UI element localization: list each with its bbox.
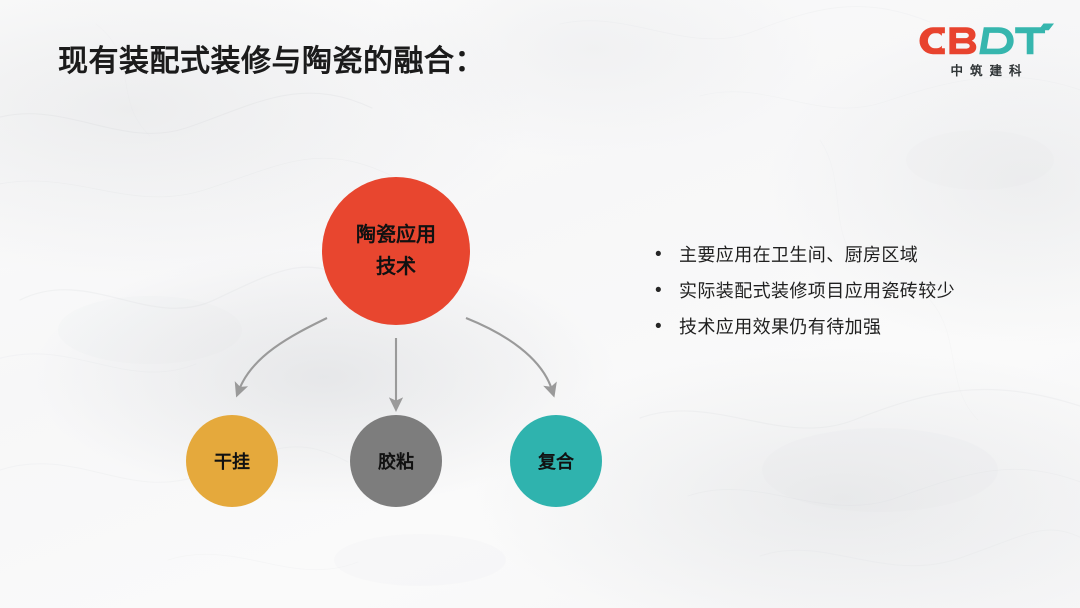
bullet-marker-icon: • (655, 244, 662, 265)
node-ceramic-application-technology[interactable]: 陶瓷应用 技术 (322, 177, 470, 325)
brand-logo-subtitle: 中筑建科 (950, 64, 1029, 78)
node-dry-hang[interactable]: 干挂 (186, 415, 278, 507)
cbdt-wordmark-icon (919, 23, 1055, 55)
list-item: • 技术应用效果仍有待加强 (655, 314, 1055, 350)
bullet-marker-icon: • (655, 280, 662, 301)
node-composite[interactable]: 复合 (510, 415, 602, 507)
node-adhesive[interactable]: 胶粘 (350, 415, 442, 507)
bullet-list: • 主要应用在卫生间、厨房区域 • 实际装配式装修项目应用瓷砖较少 • 技术应用… (655, 242, 1055, 350)
list-item: • 实际装配式装修项目应用瓷砖较少 (655, 278, 1055, 314)
node-composite-label: 复合 (538, 452, 574, 472)
brand-logo: 中筑建科 (910, 22, 1062, 79)
list-item: • 主要应用在卫生间、厨房区域 (655, 242, 1055, 278)
node-main-label-line-1: 陶瓷应用 (356, 223, 436, 246)
bullet-item-text: 技术应用效果仍有待加强 (679, 317, 882, 337)
node-adhesive-label: 胶粘 (378, 452, 414, 472)
bullet-item-text: 实际装配式装修项目应用瓷砖较少 (679, 281, 955, 301)
bullet-marker-icon: • (655, 316, 662, 337)
node-dry-hang-label: 干挂 (214, 452, 250, 472)
node-main-label-line-2: 技术 (376, 256, 416, 278)
page-title: 现有装配式装修与陶瓷的融合： (58, 45, 485, 78)
bullet-item-text: 主要应用在卫生间、厨房区域 (679, 245, 919, 265)
